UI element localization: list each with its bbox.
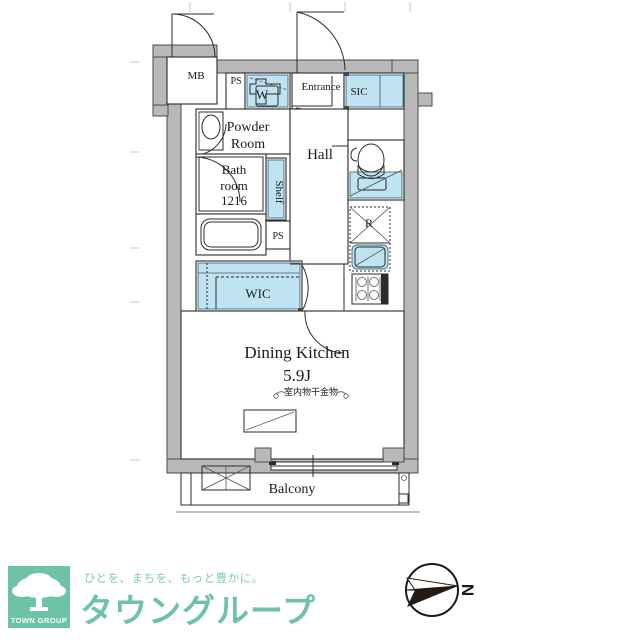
kitchen-sink xyxy=(349,242,391,272)
label-bath-1: Bath xyxy=(222,162,247,177)
brand-logo: TOWN GROUP ひとを、まちを、もっと豊かに。 タウングループ xyxy=(8,566,315,629)
label-bath-3: 1216 xyxy=(221,193,248,208)
exterior-walls xyxy=(152,44,433,474)
room-powder xyxy=(195,108,291,156)
compass: N xyxy=(396,558,482,622)
area-balcony xyxy=(176,465,420,513)
label-bath-2: room xyxy=(220,178,247,193)
label-dk-note: 室内物干金物 xyxy=(284,386,338,397)
label-ps-mid: PS xyxy=(272,231,283,242)
compass-north-label: N xyxy=(458,584,477,596)
closet-sic xyxy=(343,72,405,110)
label-ps-top: PS xyxy=(230,76,241,87)
room-mb xyxy=(166,13,218,105)
label-dining-kitchen: Dining Kitchen xyxy=(244,343,350,362)
label-washer: W xyxy=(256,87,269,102)
toilet-area xyxy=(347,139,405,201)
label-powder-1: Powder xyxy=(227,120,270,135)
label-balcony: Balcony xyxy=(269,482,316,497)
storage-shelf xyxy=(265,157,287,221)
logo-mark-text: TOWN GROUP xyxy=(10,616,68,625)
washer-alcove xyxy=(244,72,291,120)
label-entrance: Entrance xyxy=(301,81,340,93)
cooktop xyxy=(351,273,389,305)
label-dk-area: 5.9J xyxy=(283,366,311,385)
dimension-ticks xyxy=(130,2,411,461)
room-bathroom xyxy=(195,153,267,256)
label-hall: Hall xyxy=(307,147,333,163)
room-hall xyxy=(289,108,349,265)
label-shelf: Shelf xyxy=(273,180,285,204)
label-powder-2: Room xyxy=(231,137,265,152)
label-mb: MB xyxy=(187,70,204,82)
room-dining-kitchen xyxy=(180,263,405,460)
brand-tagline: ひとを、まちを、もっと豊かに。 xyxy=(84,573,264,585)
tree-icon xyxy=(12,573,66,611)
room-labels: MB PS W Entrance SIC Powder Room Hall Ba… xyxy=(187,70,373,497)
label-refrigerator: R xyxy=(365,216,373,230)
balcony-sliding-door xyxy=(254,447,405,477)
brand-name: タウングループ xyxy=(80,592,317,629)
label-wic: WIC xyxy=(245,286,270,301)
label-sic: SIC xyxy=(350,86,367,98)
logo-mark: TOWN GROUP xyxy=(8,566,70,628)
